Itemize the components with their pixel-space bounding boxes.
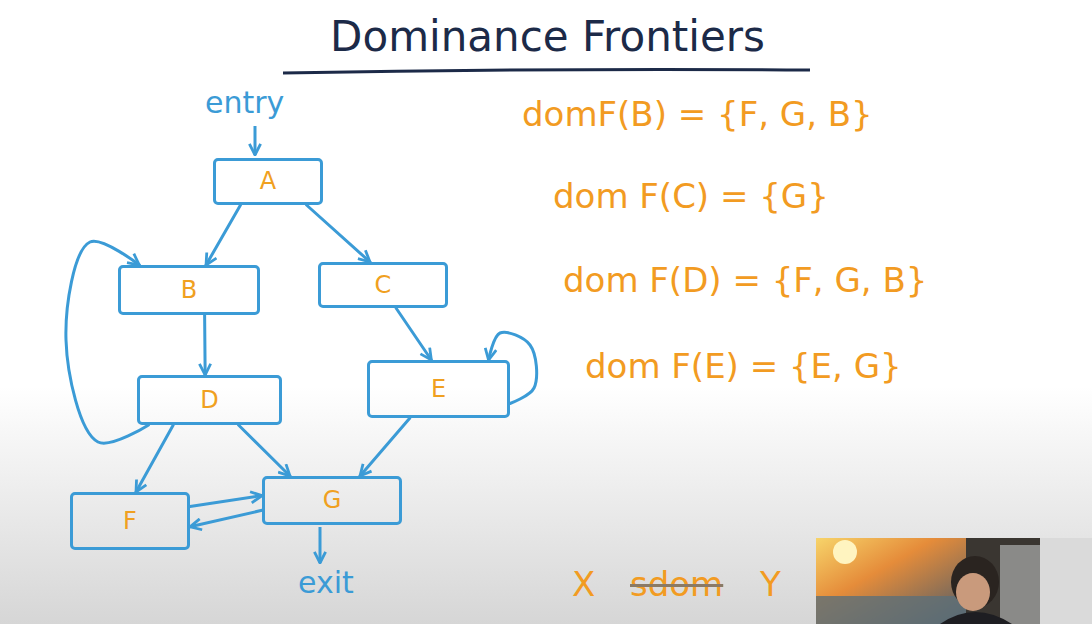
webcam-inset [816,538,1092,624]
process-box: B [118,265,260,315]
frontier-set: domF(B) = {F, G, B} [522,96,873,133]
process-box: A [213,158,323,205]
title: Dominance Frontiers [280,14,815,60]
process-box: E [367,360,510,418]
process-box: G [262,476,402,525]
exit-arrow [319,527,322,563]
entry-label: entry [205,86,284,119]
process-box: F [70,492,190,550]
flow-arrow [360,418,410,476]
variable: Y [760,566,781,603]
flow-arrow [206,205,240,265]
exit-label: exit [298,566,354,599]
flow-arrow [239,425,291,476]
struck-relation: sdom [630,566,723,603]
node-label: A [260,168,276,194]
flow-arrow [190,496,262,507]
node-label: C [375,272,392,298]
flow-arrow [203,315,207,375]
process-box: D [137,375,282,425]
flow-arrow [396,308,431,360]
frontier-set: dom F(D) = {F, G, B} [563,262,927,299]
frontier-set: dom F(E) = {E, G} [585,348,902,385]
process-box: C [318,262,448,308]
flow-arrow [307,205,371,262]
flow-arrow [489,332,537,403]
node-label: F [123,508,137,534]
title-underline [283,69,810,73]
node-label: G [323,487,342,513]
node-label: B [181,277,197,303]
flow-arrow [136,425,173,492]
frontier-set: dom F(C) = {G} [553,178,829,215]
entry-arrow [254,126,257,155]
variable: X [572,566,595,603]
flow-arrow [190,510,262,527]
node-label: D [200,387,218,413]
node-label: E [431,376,446,402]
